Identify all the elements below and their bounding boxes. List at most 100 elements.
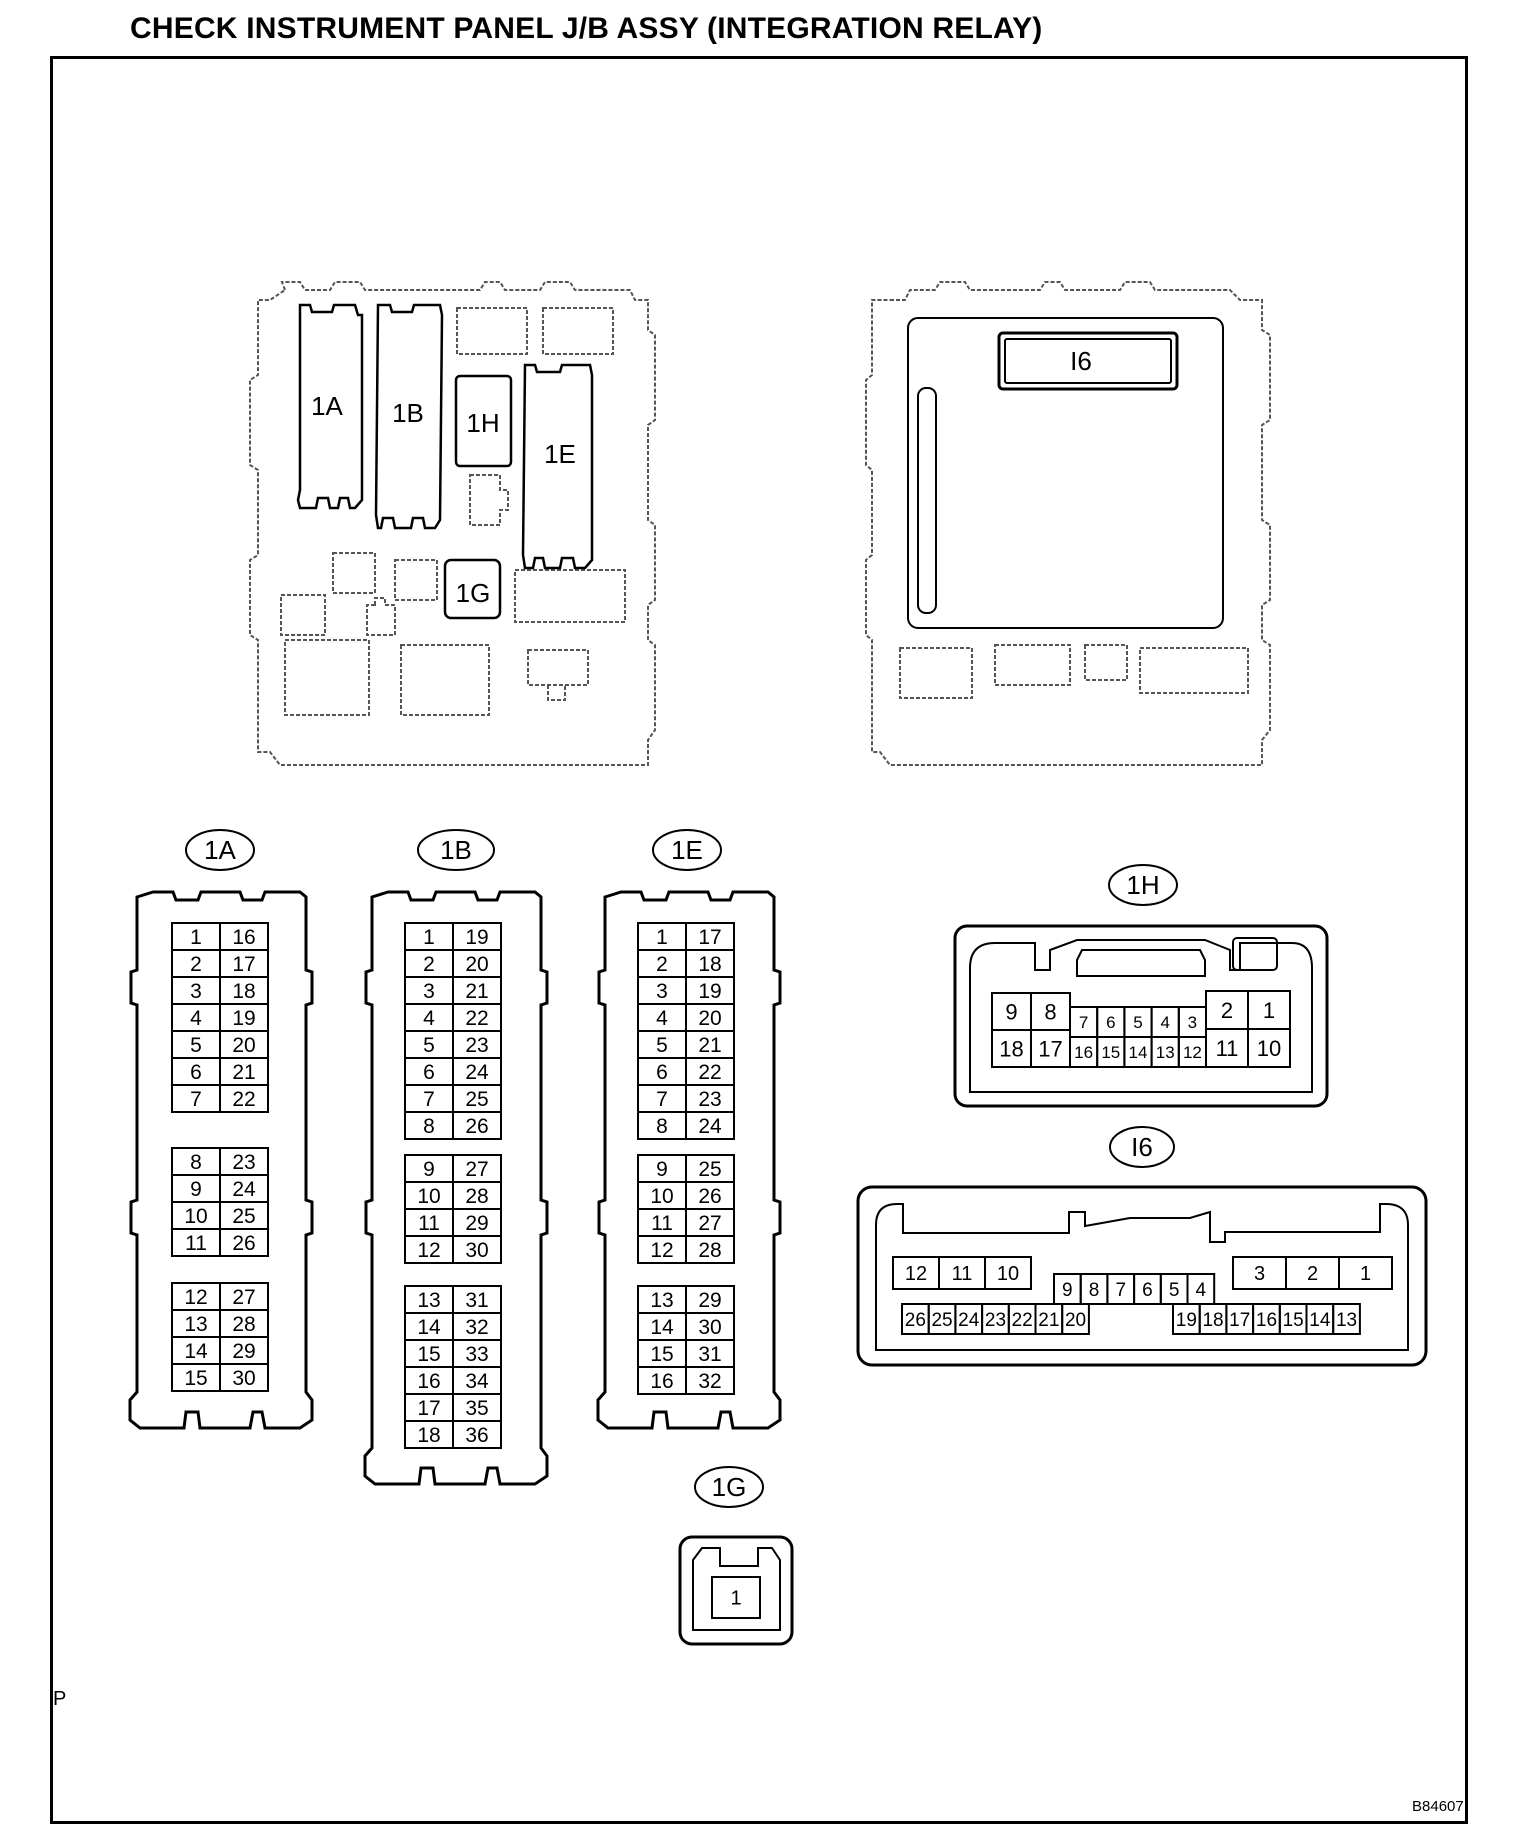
- connector-1B-pin-1: 1: [423, 926, 435, 949]
- connector-1H-pin-6: 6: [1106, 1013, 1115, 1032]
- connector-1A-pin-21: 21: [232, 1061, 255, 1084]
- module-1G-outline: [443, 558, 502, 620]
- connector-1A-pin-30-cell: [219, 1363, 269, 1392]
- connector-I6-pin-21: 21: [1038, 1310, 1059, 1331]
- connector-1H-latch: [1076, 949, 1206, 977]
- connector-1E-pin-14: 14: [650, 1316, 674, 1339]
- connector-1B-pin-23: 23: [465, 1034, 488, 1057]
- connector-1A-pin-30: 30: [232, 1367, 255, 1390]
- connector-I6-pin-14: 14: [1309, 1310, 1331, 1331]
- connector-1A-pin-18: 18: [232, 980, 255, 1003]
- connector-1B-pin-5: 5: [423, 1034, 435, 1057]
- bubble-1A: [185, 829, 255, 871]
- corner-mark: P: [53, 1688, 67, 1710]
- connector-I6-pin-5: 5: [1169, 1280, 1180, 1301]
- connector-1E-pin-32-cell: [685, 1366, 735, 1395]
- connector-1A-pin-10: 10: [184, 1205, 207, 1228]
- connector-1H-pin-3: 3: [1188, 1013, 1197, 1032]
- connector-label-1E: 1E: [671, 835, 703, 865]
- connector-1E-pin-4: 4: [656, 1007, 668, 1030]
- module-I6-inner: [1004, 338, 1172, 384]
- connector-1B-pin-10: 10: [417, 1185, 440, 1208]
- connector-1G-pin-1: 1: [730, 1588, 741, 1610]
- connector-1B-pin-2: 2: [423, 953, 435, 976]
- connector-I6-pin-26: 26: [905, 1310, 926, 1331]
- jb-rear-modules: [907, 317, 1224, 629]
- connector-1E-pin-5: 5: [656, 1034, 668, 1057]
- connector-1A-pin-15: 15: [184, 1367, 207, 1390]
- connector-1G-pins: 1: [711, 1576, 761, 1619]
- connector-1A-pin-24: 24: [232, 1178, 256, 1201]
- connector-1E-pin-27: 27: [698, 1212, 721, 1235]
- module-1H-outline: [454, 374, 513, 468]
- connector-1B-pin-31: 31: [465, 1289, 488, 1312]
- connector-1B-pin-15: 15: [417, 1343, 440, 1366]
- connector-1B-pin-30-cell: [452, 1235, 502, 1264]
- integration-relay-case: [907, 317, 1224, 629]
- connector-1H-housing: [969, 939, 1313, 1093]
- figure-code: B84607: [1412, 1798, 1464, 1815]
- connector-1G-housing: [692, 1547, 781, 1631]
- connector-1A-pin-25: 25: [232, 1205, 255, 1228]
- connector-1A-pin-27: 27: [232, 1286, 255, 1309]
- connector-1A-pin-8: 8: [190, 1151, 202, 1174]
- connector-1B-pin-35: 35: [465, 1397, 488, 1420]
- diagram-frame: [50, 56, 1468, 1824]
- connector-1H-pin-10-cell: [1247, 1028, 1291, 1068]
- connector-1H-pin-17: 17: [1038, 1036, 1062, 1061]
- connector-1E-pin-10: 10: [650, 1185, 673, 1208]
- connector-1B-pin-33: 33: [465, 1343, 488, 1366]
- connector-1A-pin-7: 7: [190, 1088, 202, 1111]
- connector-1B-pin-12: 12: [417, 1239, 440, 1262]
- connector-1B-pin-19: 19: [465, 926, 488, 949]
- connector-label-1G: 1G: [712, 1472, 747, 1502]
- connector-1B-pin-16: 16: [417, 1370, 440, 1393]
- connector-1A-pin-6: 6: [190, 1061, 202, 1084]
- connector-I6-pin-13-cell: [1332, 1303, 1361, 1335]
- overview-label-I6: I6: [1070, 346, 1092, 376]
- connector-1E-pin-28-cell: [685, 1235, 735, 1264]
- connector-name-labels: 1A 1B 1E 1H I6 1G: [204, 835, 1160, 1502]
- connector-1B-pin-3: 3: [423, 980, 435, 1003]
- connector-I6-pin-19: 19: [1176, 1310, 1197, 1331]
- connector-1E-pin-19: 19: [698, 980, 721, 1003]
- connector-1B-pin-18: 18: [417, 1424, 440, 1447]
- connector-I6-pin-15: 15: [1283, 1310, 1304, 1331]
- connector-1B-pin-26: 26: [465, 1115, 488, 1138]
- connector-I6-pin-7: 7: [1115, 1280, 1126, 1301]
- connector-1A-pin-22: 22: [232, 1088, 255, 1111]
- connector-1E-pin-20: 20: [698, 1007, 721, 1030]
- connector-label-1B: 1B: [440, 835, 472, 865]
- connector-1B-pin-9: 9: [423, 1158, 435, 1181]
- connector-I6-pin-1: 1: [1360, 1263, 1371, 1285]
- connector-1G-body: [678, 1535, 794, 1646]
- connector-label-1A: 1A: [204, 835, 236, 865]
- connector-1B-pin-20: 20: [465, 953, 488, 976]
- connector-1H-pin-15: 15: [1101, 1043, 1120, 1062]
- connector-1B-pin-26-cell: [452, 1111, 502, 1140]
- connector-1A-pin-22-cell: [219, 1084, 269, 1113]
- connector-1H-pin-1: 1: [1263, 998, 1275, 1023]
- connector-1B-pin-17: 17: [417, 1397, 440, 1420]
- module-1A-outline: [296, 303, 364, 510]
- bubble-1B: [417, 829, 495, 871]
- connector-1E-pin-3: 3: [656, 980, 668, 1003]
- connector-1B-pin-14: 14: [417, 1316, 441, 1339]
- connector-1H-pin-5: 5: [1133, 1013, 1142, 1032]
- connector-1H-pin-16: 16: [1074, 1043, 1093, 1062]
- connector-1B-pin-29: 29: [465, 1212, 488, 1235]
- bubble-1G: [694, 1466, 764, 1508]
- jb-front-modules: [296, 303, 594, 620]
- connector-I6-pin-2: 2: [1307, 1263, 1318, 1285]
- connector-I6-housing: [875, 1203, 1409, 1351]
- connector-I6-pin-25: 25: [931, 1310, 952, 1331]
- connector-1B-pin-27: 27: [465, 1158, 488, 1181]
- connector-1A-pin-13: 13: [184, 1313, 207, 1336]
- connector-I6-pin-23: 23: [985, 1310, 1006, 1331]
- connector-I6-pin-22: 22: [1012, 1310, 1033, 1331]
- connector-1A-pin-9: 9: [190, 1178, 202, 1201]
- connector-1B-pin-13: 13: [417, 1289, 440, 1312]
- connector-1A-pin-17: 17: [232, 953, 255, 976]
- connector-1B-pin-11: 11: [418, 1212, 440, 1235]
